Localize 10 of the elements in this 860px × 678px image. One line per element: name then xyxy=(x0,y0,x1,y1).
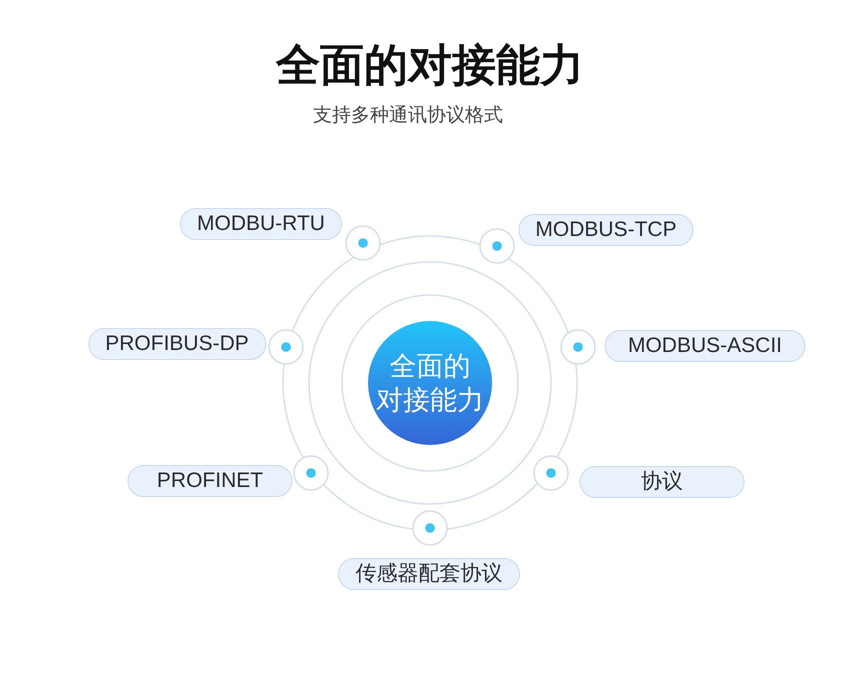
title: 全面的对接能力 xyxy=(276,40,584,92)
protocol-tag: 协议 xyxy=(580,466,744,498)
protocol-tag: MODBU-RTU xyxy=(180,208,342,240)
subtitle: 支持多种通讯协议格式 xyxy=(313,104,503,128)
protocol-tag: PROFINET xyxy=(128,465,292,497)
protocol-tag: PROFIBUS-DP xyxy=(88,328,266,360)
protocol-tag: MODBUS-ASCII xyxy=(604,330,806,362)
protocol-tag: MODBUS-TCP xyxy=(518,214,694,246)
protocol-tag: 传感器配套协议 xyxy=(338,558,520,590)
hub-circle: 全面的对接能力 xyxy=(368,321,492,445)
